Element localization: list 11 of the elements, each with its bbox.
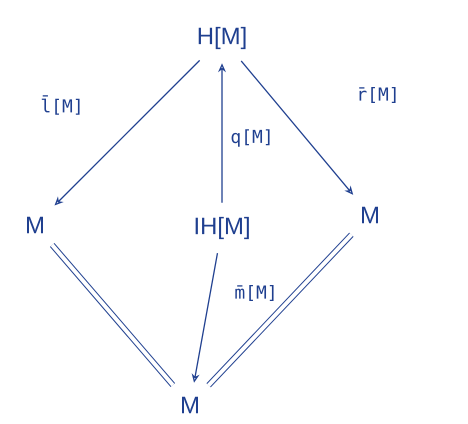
edge-label: l̄[M] [42,95,80,115]
edge-label: r̄[M] [359,87,396,103]
math-object: M [27,216,43,234]
equality-line [50,243,176,387]
edge-label: m̄[M] [235,285,274,301]
math-object: M [362,206,378,224]
edge-label: q[M] [232,129,270,147]
math-object: H[M] [198,26,246,50]
equality-line [206,232,354,388]
math-object: M [182,396,198,414]
math-object: IH[M] [196,216,249,240]
